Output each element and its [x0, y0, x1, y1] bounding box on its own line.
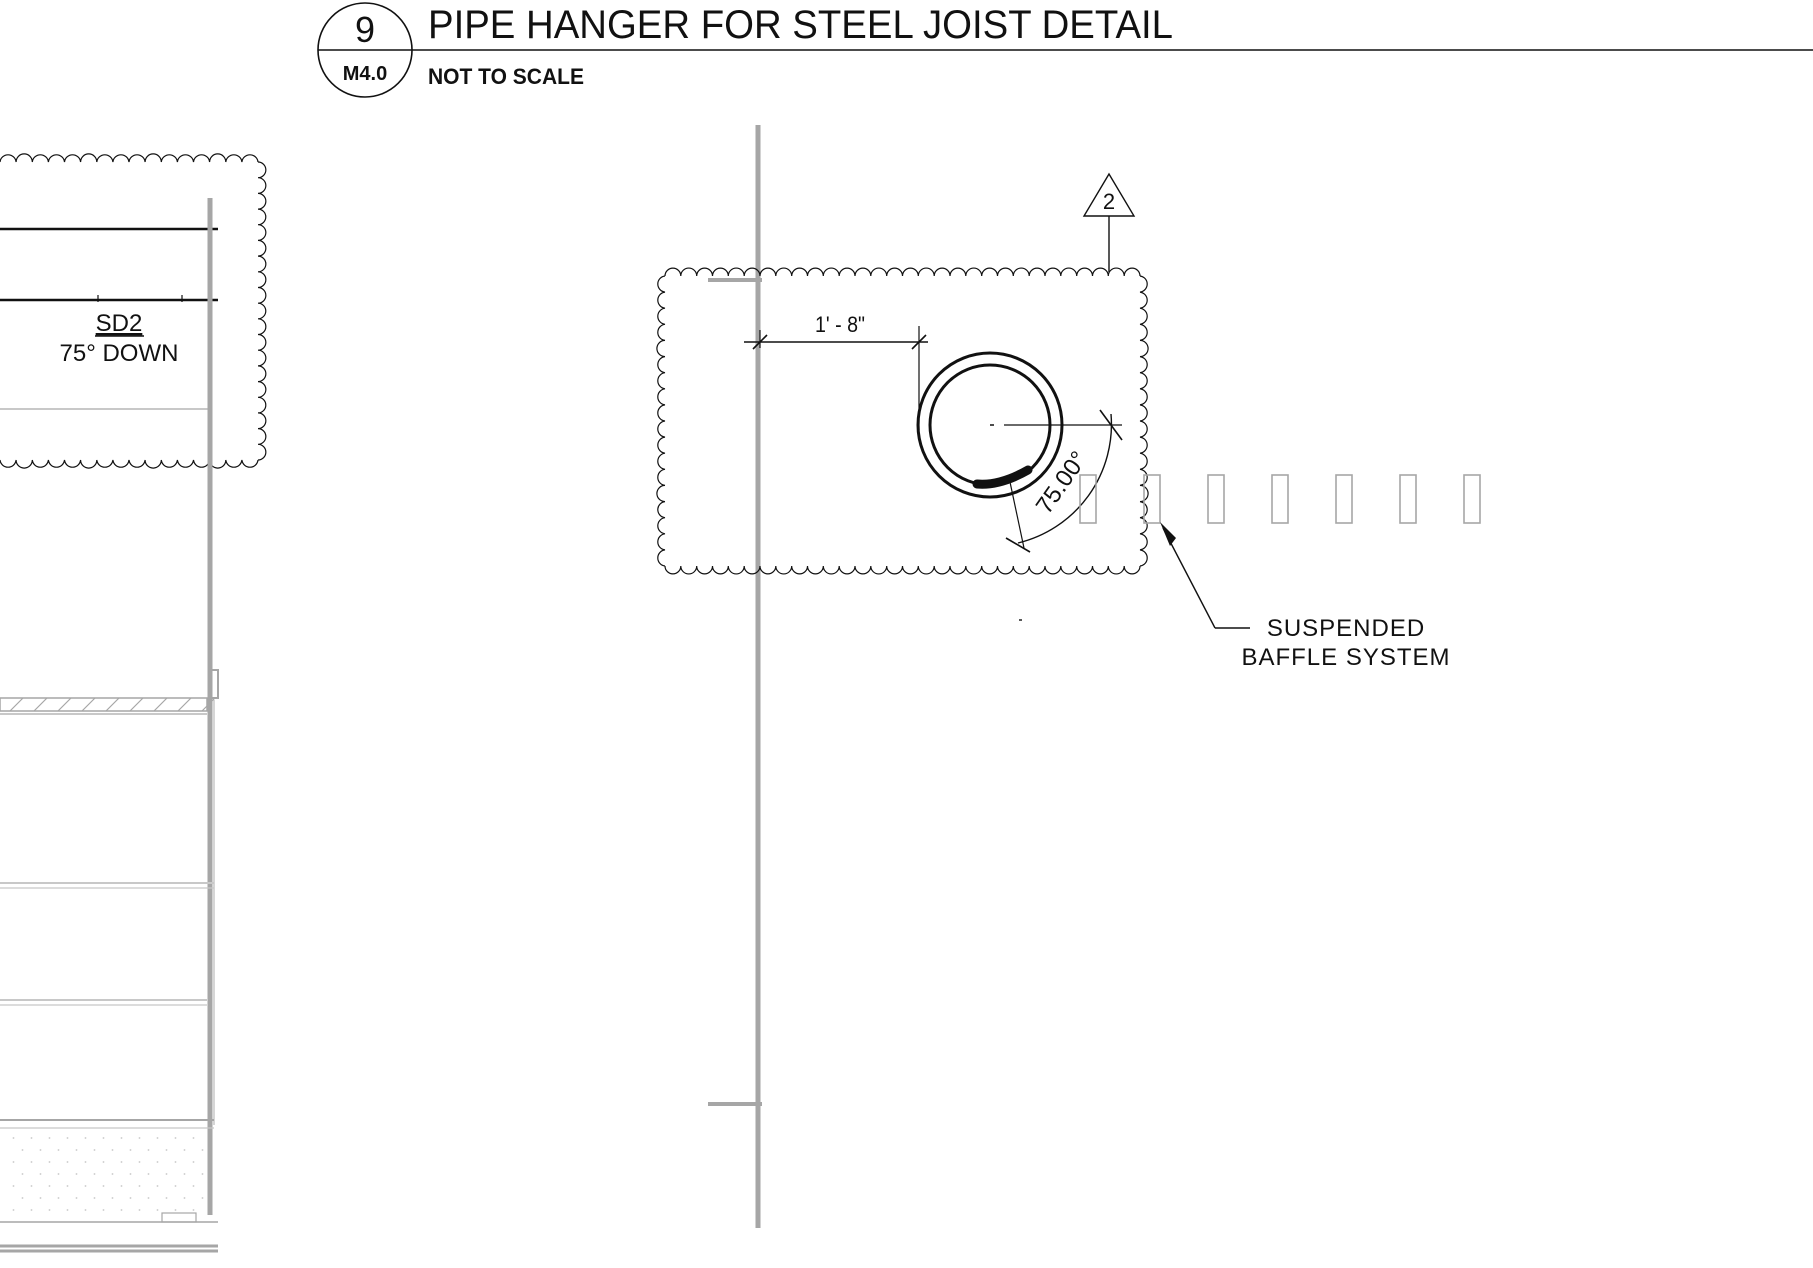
baffle-panel	[1335, 474, 1353, 524]
revision-delta-number: 2	[1103, 189, 1115, 214]
main-detail: 2 1' - 8" 75.00°	[656, 125, 1481, 1228]
horizontal-dimension: 1' - 8"	[744, 312, 928, 430]
main-revision-cloud	[656, 267, 1149, 575]
baffle-panel	[1207, 474, 1225, 524]
baffle-panel	[1463, 474, 1481, 524]
baffle-leader	[1160, 522, 1250, 629]
dimension-label: 1' - 8"	[815, 312, 865, 337]
baffle-panel	[1271, 474, 1289, 524]
baffle-panel	[1399, 474, 1417, 524]
callout-line-2: BAFFLE SYSTEM	[1241, 644, 1450, 671]
title-block: 9 M4.0 PIPE HANGER FOR STEEL JOIST DETAI…	[317, 2, 1813, 98]
sd2-tag-name: SD2	[96, 310, 143, 337]
detail-subtitle: NOT TO SCALE	[428, 64, 584, 89]
sheet-number: M4.0	[343, 63, 387, 85]
baffle-panel	[1079, 474, 1097, 524]
left-partial-detail: SD2 75° DOWN	[0, 153, 267, 1253]
left-hatched-band	[0, 697, 208, 712]
baffle-row	[1079, 474, 1481, 524]
pipe-hanger-saddle	[972, 465, 1033, 489]
sd2-tag-angle: 75° DOWN	[60, 340, 179, 367]
detail-title: PIPE HANGER FOR STEEL JOIST DETAIL	[428, 3, 1173, 47]
detail-number: 9	[355, 9, 375, 50]
baffle-panel	[1143, 474, 1161, 524]
callout-line-1: SUSPENDED	[1267, 615, 1425, 642]
